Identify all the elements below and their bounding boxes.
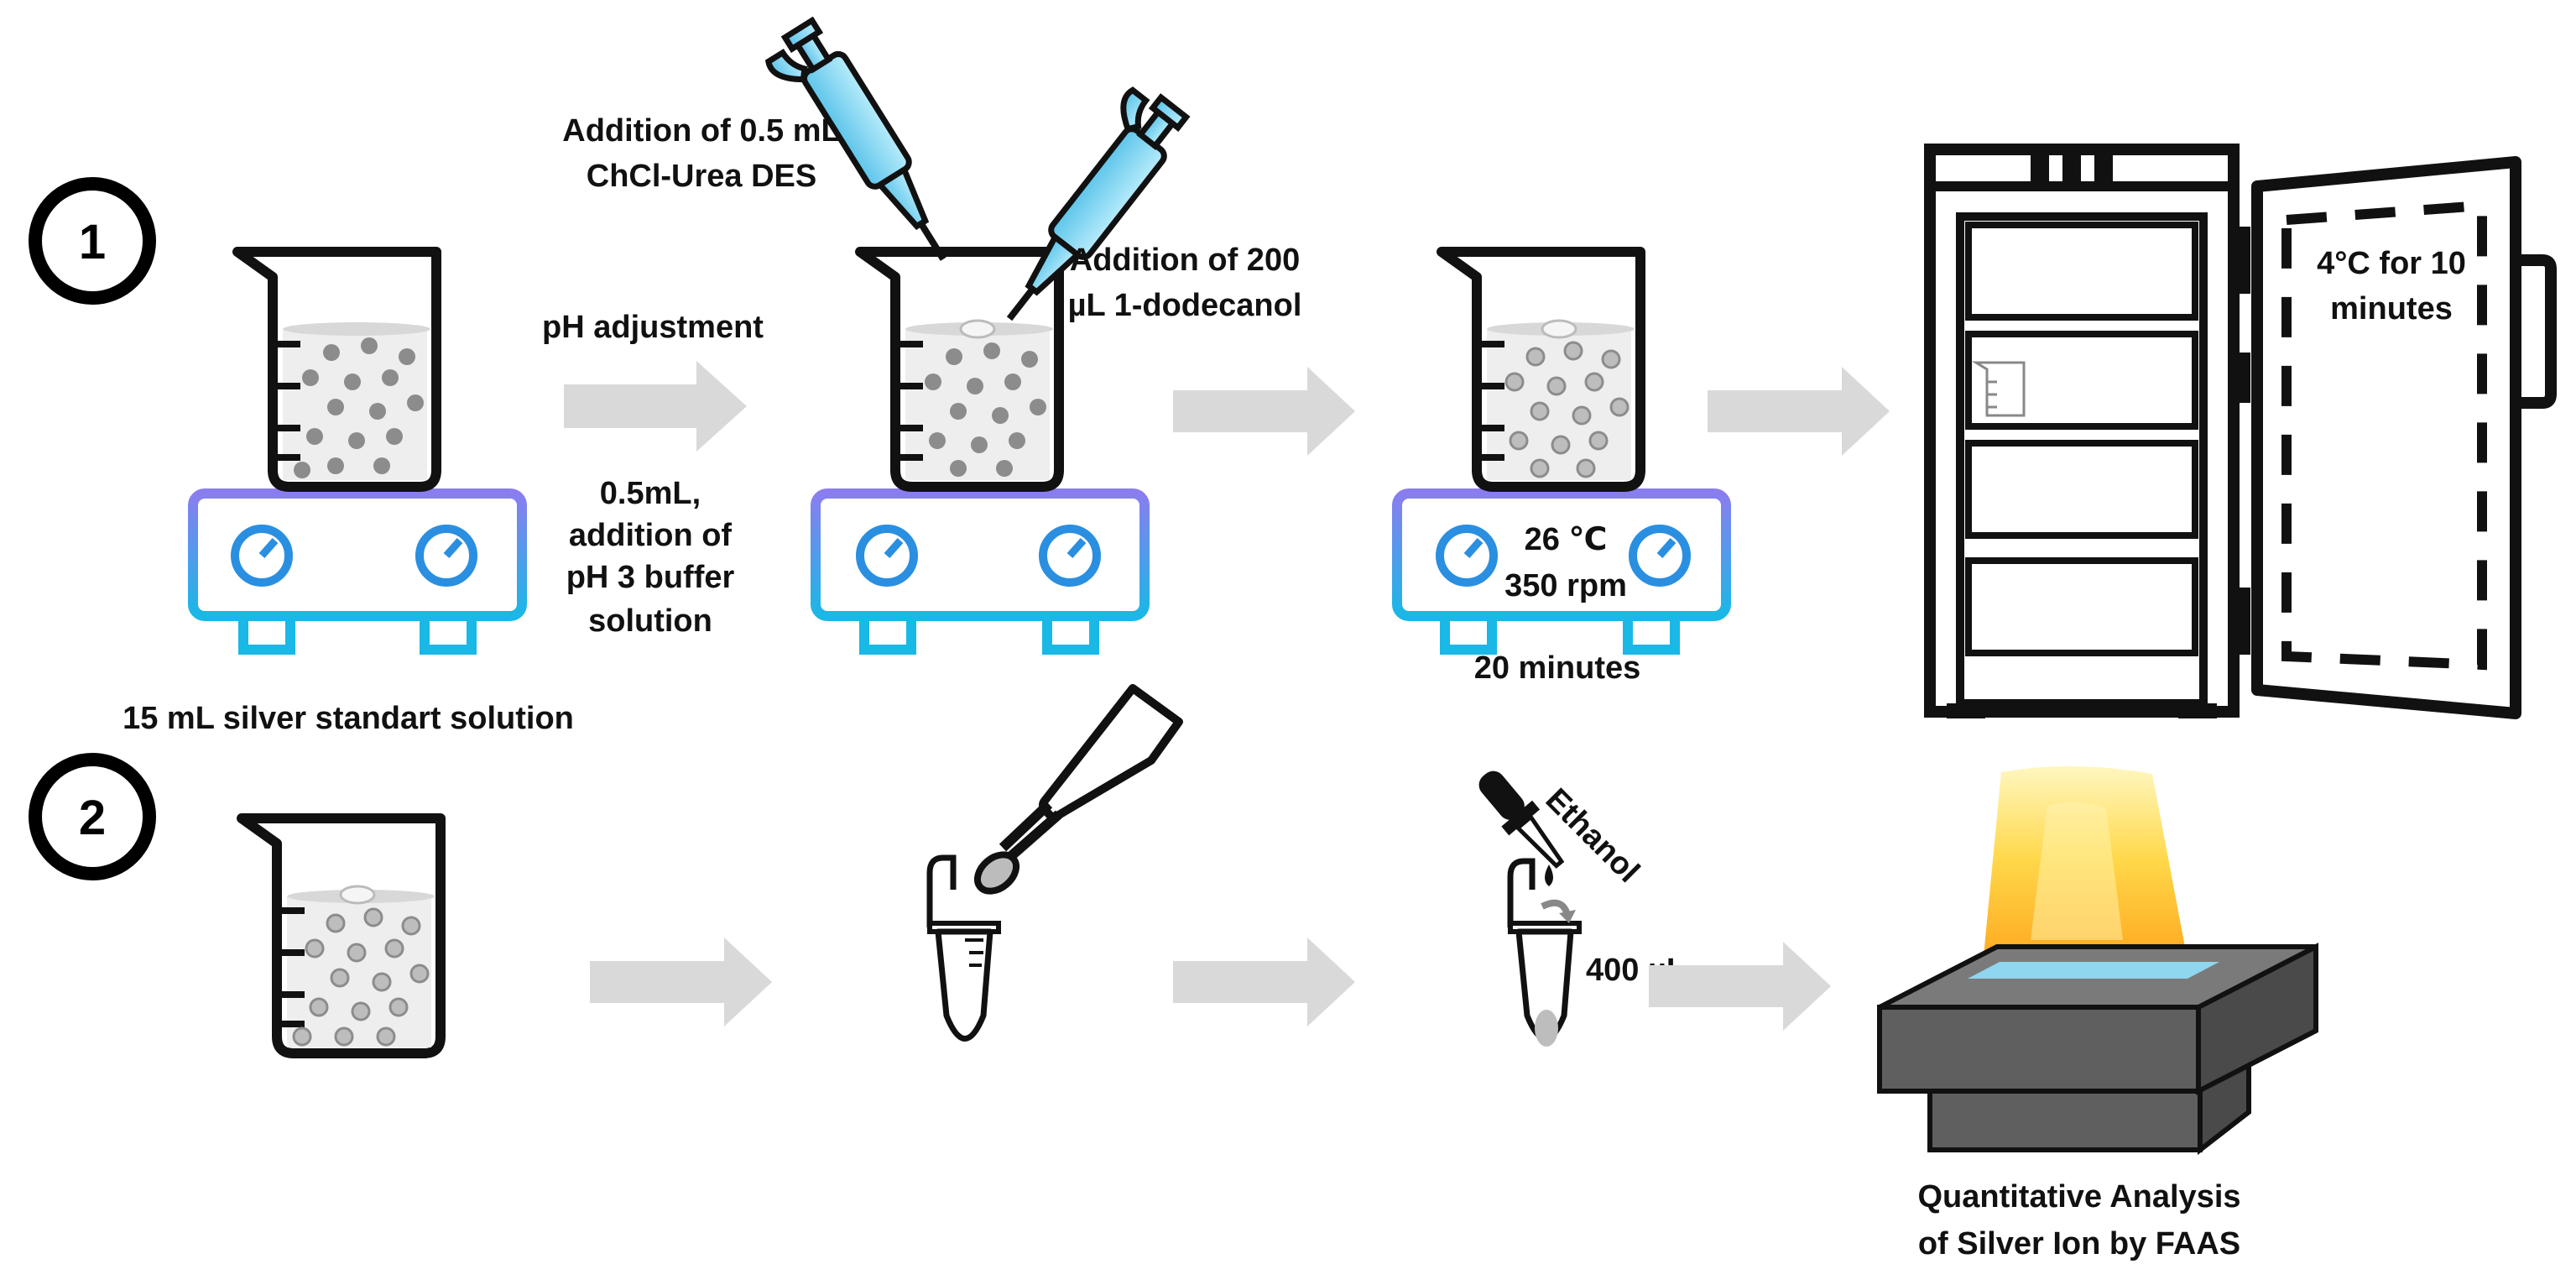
pipette-icon xyxy=(764,16,946,261)
arrow-icon xyxy=(1649,942,1831,1031)
svg-text:minutes: minutes xyxy=(2330,291,2453,326)
svg-text:pH 3 buffer: pH 3 buffer xyxy=(566,560,735,595)
buffer-label: 0.5mL, addition of pH 3 buffer solution xyxy=(566,476,735,639)
ph-adjustment-label: pH adjustment xyxy=(542,310,764,345)
step-2-badge: 2 xyxy=(29,753,156,880)
svg-text:0.5mL,: 0.5mL, xyxy=(600,476,701,511)
spatula-icon xyxy=(973,684,1183,895)
eppendorf-tube-icon xyxy=(1507,858,1582,1047)
ethanol-label: Ethanol xyxy=(1539,782,1646,890)
arrow-icon xyxy=(1173,938,1355,1026)
small-beaker-icon xyxy=(1971,361,2026,417)
dial-icon xyxy=(856,525,918,587)
arrow-icon xyxy=(1708,367,1890,456)
beaker-icon xyxy=(237,813,446,1058)
magnetic-stirrer-1 xyxy=(188,488,527,655)
stirrer-conditions: 26 ℃ 350 rpm 20 minutes xyxy=(1474,522,1641,686)
svg-text:20 minutes: 20 minutes xyxy=(1474,650,1641,686)
arrow-icon xyxy=(590,938,772,1026)
svg-text:2: 2 xyxy=(79,791,106,845)
beaker-icon xyxy=(1437,247,1645,492)
svg-text:1: 1 xyxy=(79,215,106,269)
pipette-icon xyxy=(1006,86,1191,321)
beaker-icon xyxy=(855,247,1064,492)
svg-text:4°C for 10: 4°C for 10 xyxy=(2317,246,2466,281)
dial-icon xyxy=(415,525,477,587)
beaker-icon xyxy=(232,247,441,492)
svg-text:350 rpm: 350 rpm xyxy=(1504,568,1627,603)
svg-text:ChCl-Urea DES: ChCl-Urea DES xyxy=(587,159,817,194)
svg-text:26 ℃: 26 ℃ xyxy=(1525,522,1608,557)
dial-icon xyxy=(231,525,293,587)
faas-burner-icon xyxy=(1877,765,2318,1156)
svg-text:Addition of 200: Addition of 200 xyxy=(1070,243,1300,278)
dial-icon xyxy=(1629,525,1691,587)
svg-text:Addition of 0.5 mL: Addition of 0.5 mL xyxy=(562,113,840,149)
svg-text:addition of: addition of xyxy=(569,518,733,553)
drop-icon xyxy=(1545,865,1553,886)
magnetic-stirrer-3 xyxy=(1392,488,1731,655)
eppendorf-tube-icon xyxy=(926,854,1001,1042)
pipette-2-label: Addition of 200 µL 1-dodecanol xyxy=(1068,243,1302,323)
dial-icon xyxy=(1039,525,1101,587)
svg-text:Quantitative Analysis: Quantitative Analysis xyxy=(1917,1179,2240,1214)
silver-standard-label: 15 mL silver standart solution xyxy=(123,701,574,736)
fridge-label: 4°C for 10 minutes xyxy=(2317,246,2466,326)
dropper-icon xyxy=(1478,770,1565,869)
step-1-badge: 1 xyxy=(29,177,156,305)
svg-text:µL 1-dodecanol: µL 1-dodecanol xyxy=(1068,288,1302,323)
pipette-1-label: Addition of 0.5 mL ChCl-Urea DES xyxy=(562,113,840,194)
arrow-icon xyxy=(1173,367,1355,456)
refrigerator-icon xyxy=(1924,144,2557,719)
faas-label: Quantitative Analysis of Silver Ion by F… xyxy=(1917,1179,2240,1261)
arrow-icon xyxy=(564,361,747,452)
svg-text:solution: solution xyxy=(588,603,712,639)
dial-icon xyxy=(1436,525,1498,587)
magnetic-stirrer-2 xyxy=(811,488,1150,655)
svg-text:of Silver Ion by FAAS: of Silver Ion by FAAS xyxy=(1918,1226,2240,1261)
